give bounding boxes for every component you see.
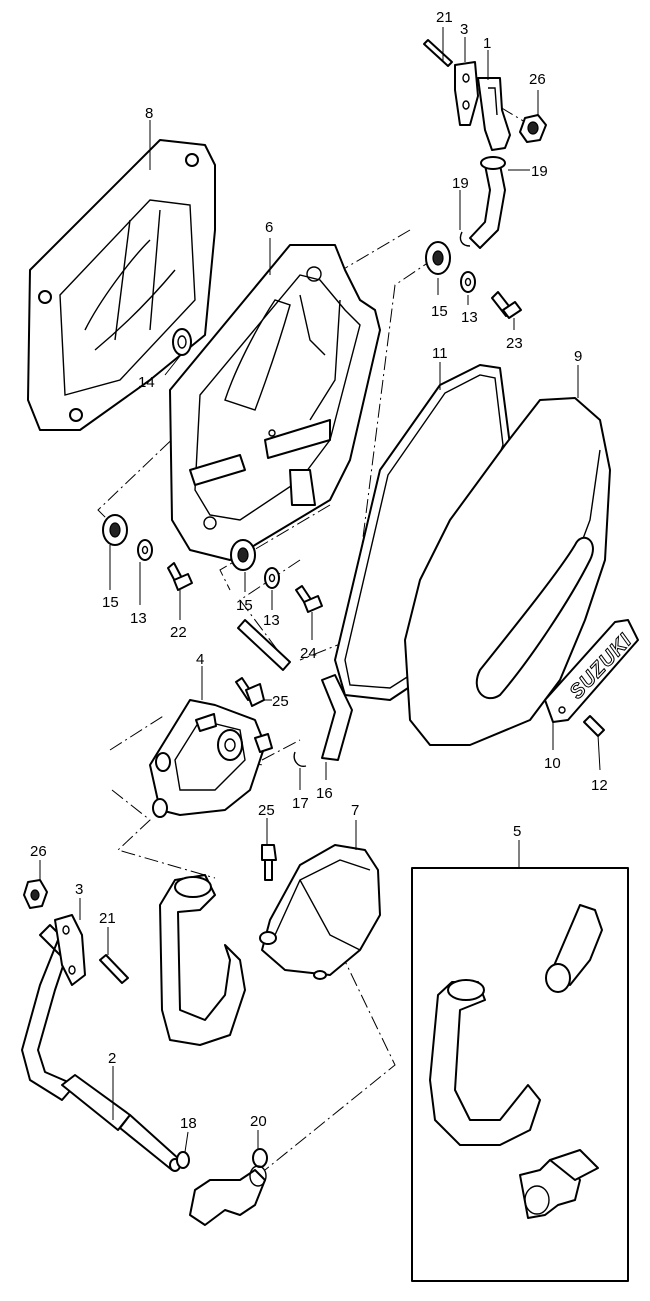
- callout-labels: 21 3 1 26 8 19 19 6 15 13 23 11 9 14 15 …: [30, 9, 608, 1132]
- callout-26-bottom: 26: [30, 843, 47, 860]
- callout-5: 5: [513, 823, 521, 840]
- screw-12: [583, 715, 605, 737]
- callout-3-bottom: 3: [75, 881, 83, 898]
- grommets-15: [102, 241, 451, 571]
- callout-3-top: 3: [460, 21, 468, 38]
- callout-11: 11: [432, 345, 448, 362]
- callout-13-top: 13: [461, 309, 478, 326]
- callout-4: 4: [196, 651, 204, 668]
- callout-8: 8: [145, 105, 153, 122]
- callout-21-bottom: 21: [99, 910, 116, 927]
- bolts: [167, 291, 522, 613]
- callout-17: 17: [292, 795, 309, 812]
- callout-18: 18: [180, 1115, 197, 1132]
- hose-set-box: [411, 867, 629, 1282]
- callout-1: 1: [483, 35, 491, 52]
- callout-14: 14: [138, 374, 155, 391]
- side-cover-gasket: [334, 364, 511, 701]
- callout-15-top: 15: [431, 303, 448, 320]
- hose-16: [237, 619, 353, 767]
- callout-23: 23: [506, 335, 523, 352]
- callout-15-mid: 15: [236, 597, 253, 614]
- callout-10: 10: [544, 755, 561, 772]
- washers-13: [137, 271, 476, 589]
- callout-19-right: 19: [531, 163, 548, 180]
- callout-25-bottom: 25: [258, 802, 275, 819]
- callout-13-mid: 13: [263, 612, 280, 629]
- grommet-14: [172, 328, 192, 356]
- callout-7: 7: [351, 802, 359, 819]
- frame-bracket: [169, 244, 381, 561]
- callout-24: 24: [300, 645, 317, 662]
- drain-pipe: [21, 924, 181, 1172]
- callout-21-top: 21: [436, 9, 453, 26]
- callout-15-left: 15: [102, 594, 119, 611]
- callout-13-left: 13: [130, 610, 147, 627]
- joint-hose-and-clamps: [176, 1148, 268, 1226]
- callout-20: 20: [250, 1113, 267, 1130]
- callout-25-top: 25: [272, 693, 289, 710]
- assembly-lines: [97, 94, 531, 1171]
- canister: [259, 844, 381, 980]
- drain-pipe-fittings: [23, 879, 129, 986]
- leader-lines: [39, 27, 601, 1153]
- callout-16: 16: [316, 785, 333, 802]
- valve-body: [149, 699, 273, 818]
- heat-shield-plate: [27, 139, 216, 431]
- callout-2: 2: [108, 1050, 116, 1067]
- valve-hose: [159, 874, 246, 1046]
- breather-hose-19: [459, 156, 506, 249]
- callout-6: 6: [265, 219, 273, 236]
- callout-19-left: 19: [452, 175, 469, 192]
- callout-22: 22: [170, 624, 187, 641]
- side-cover: [404, 397, 611, 746]
- callout-26-top: 26: [529, 71, 546, 88]
- callout-12: 12: [591, 777, 608, 794]
- callout-9: 9: [574, 348, 582, 365]
- outlet-elbow-assembly: [423, 39, 547, 151]
